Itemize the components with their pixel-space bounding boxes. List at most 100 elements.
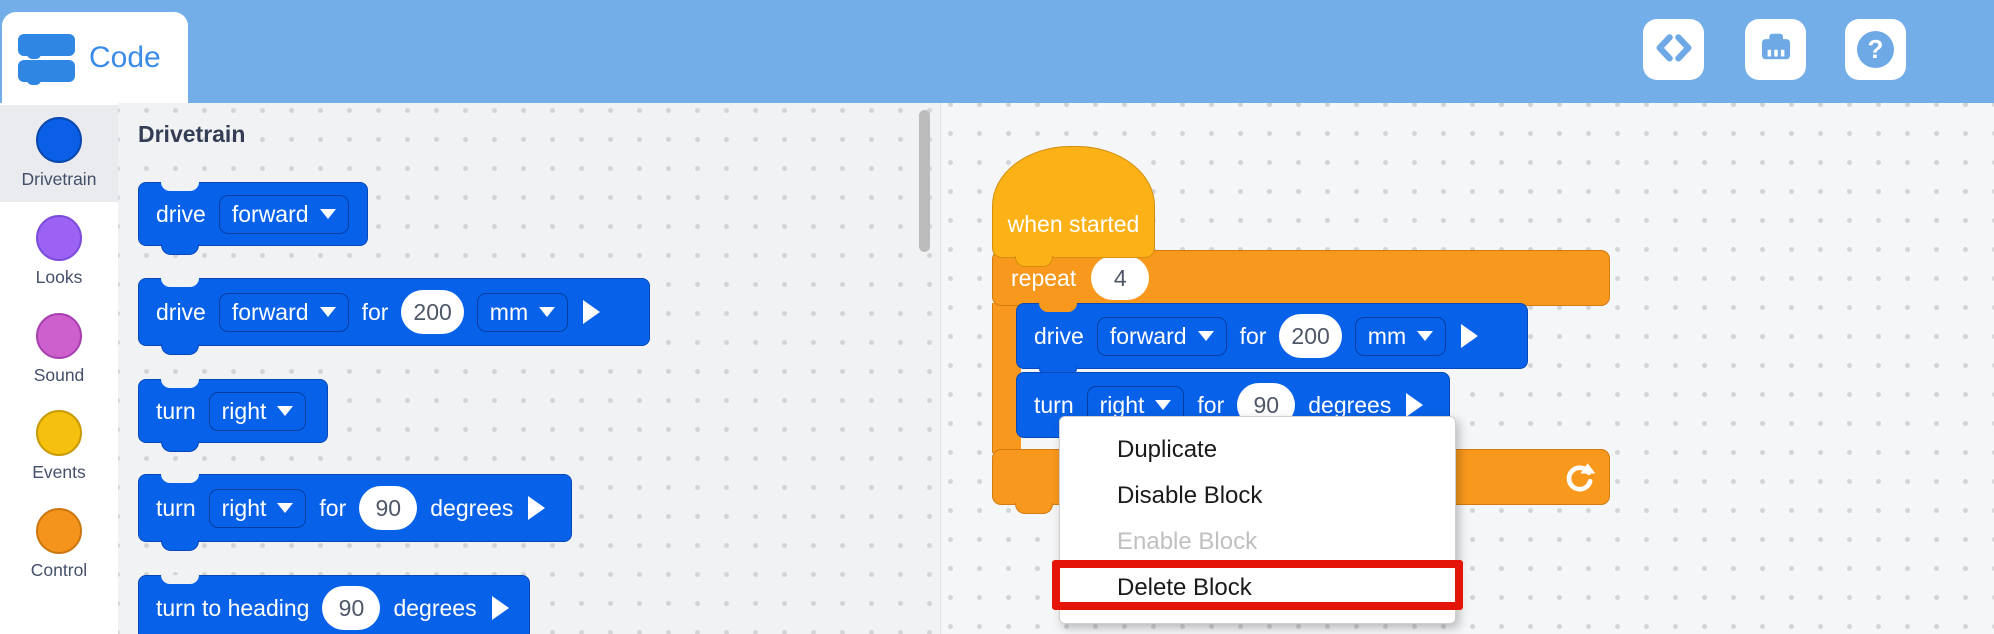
menu-item-duplicate[interactable]: Duplicate (1117, 436, 1218, 463)
tab-code[interactable]: Code (2, 12, 188, 103)
block-label: degrees (1308, 391, 1392, 418)
category-sidebar: Drivetrain Looks Sound Events Control (0, 103, 118, 634)
block-label: turn (156, 397, 196, 424)
play-icon[interactable] (1406, 393, 1424, 417)
dropdown-value: forward (231, 200, 309, 227)
dropdown-value: mm (489, 298, 529, 325)
caret-down-icon (1155, 400, 1172, 410)
menu-item-enable-block: Enable Block (1117, 528, 1258, 555)
play-icon[interactable] (528, 496, 546, 520)
block-notch (161, 379, 199, 388)
block-notch (161, 182, 199, 191)
turn-direction-dropdown[interactable]: right (208, 488, 307, 528)
menu-item-delete-block[interactable]: Delete Block (1117, 574, 1252, 601)
block-label: turn (1034, 391, 1074, 418)
dropdown-value: forward (1109, 322, 1187, 349)
code-brackets-icon (1653, 26, 1695, 73)
block-label: drive (156, 298, 206, 325)
block-label: turn (156, 494, 196, 521)
block-label: degrees (430, 494, 514, 521)
sidebar-item-drivetrain[interactable]: Drivetrain (0, 105, 118, 202)
palette-scrollbar[interactable] (919, 110, 930, 252)
palette-block-drive-for[interactable]: drive forward for 200 mm (138, 278, 650, 355)
play-icon[interactable] (1461, 324, 1479, 348)
turn-direction-dropdown[interactable]: right (208, 391, 307, 431)
direction-dropdown[interactable]: forward (1096, 316, 1227, 356)
sidebar-item-label: Looks (35, 267, 83, 287)
sidebar-item-control[interactable]: Control (0, 496, 118, 593)
sidebar-item-sound[interactable]: Sound (0, 301, 118, 398)
context-menu: Duplicate Disable Block Enable Block Del… (1059, 416, 1456, 624)
sidebar-item-label: Drivetrain (21, 169, 97, 189)
block-label: for (1197, 391, 1225, 418)
dropdown-value: mm (1367, 322, 1407, 349)
menu-item-disable-block[interactable]: Disable Block (1117, 482, 1263, 509)
help-button[interactable]: ? (1845, 19, 1906, 80)
header-bar: Code ? (0, 0, 1994, 103)
workspace-block-drive-for[interactable]: drive forward for 200 mm (1016, 303, 1528, 378)
palette-block-turn-to-heading[interactable]: turn to heading 90 degrees (138, 575, 530, 634)
sidebar-item-label: Control (30, 560, 88, 580)
block-notch (161, 575, 199, 584)
sidebar-item-events[interactable]: Events (0, 398, 118, 495)
control-category-icon (36, 508, 82, 554)
sidebar-item-label: Sound (33, 365, 85, 385)
direction-dropdown[interactable]: forward (218, 194, 349, 234)
angle-input[interactable]: 90 (359, 486, 418, 530)
block-notch (161, 278, 199, 287)
sidebar-item-sensing[interactable] (0, 594, 118, 634)
sound-category-icon (36, 313, 82, 359)
caret-down-icon (539, 307, 556, 317)
block-palette: Drivetrain drive forward drive forward f… (118, 103, 940, 634)
unit-dropdown[interactable]: mm (476, 292, 569, 332)
repeat-block[interactable]: repeat 4 (992, 250, 1610, 306)
block-bump (161, 344, 199, 355)
block-bump (1015, 256, 1053, 267)
distance-input[interactable]: 200 (401, 290, 464, 334)
caret-down-icon (277, 406, 294, 416)
device-button[interactable] (1745, 19, 1806, 80)
block-bump (161, 441, 199, 452)
dropdown-value: right (221, 494, 267, 521)
block-notch (161, 474, 199, 483)
events-category-icon (36, 410, 82, 456)
block-label: turn to heading (156, 594, 310, 621)
block-bump (161, 244, 199, 255)
sidebar-item-label: Events (32, 462, 86, 482)
block-label: drive (156, 200, 206, 227)
palette-block-turn[interactable]: turn right (138, 379, 328, 452)
looks-category-icon (36, 215, 82, 261)
direction-dropdown[interactable]: forward (218, 292, 349, 332)
question-mark-icon: ? (1857, 31, 1894, 68)
code-view-button[interactable] (1643, 19, 1704, 80)
heading-input[interactable]: 90 (322, 586, 381, 630)
block-label: for (361, 298, 389, 325)
caret-down-icon (319, 307, 336, 317)
palette-block-turn-for[interactable]: turn right for 90 degrees (138, 474, 572, 551)
code-tab-label: Code (89, 40, 161, 74)
block-label: drive (1034, 322, 1084, 349)
block-bump (1015, 503, 1053, 514)
play-icon[interactable] (491, 596, 509, 620)
block-notch (1039, 303, 1077, 312)
unit-dropdown[interactable]: mm (1354, 316, 1447, 356)
caret-down-icon (1197, 331, 1214, 341)
caret-down-icon (319, 209, 336, 219)
brain-device-icon (1755, 26, 1797, 73)
block-label: degrees (393, 594, 477, 621)
palette-heading: Drivetrain (138, 121, 246, 147)
sidebar-item-looks[interactable]: Looks (0, 203, 118, 300)
repeat-count-input[interactable]: 4 (1091, 256, 1150, 300)
distance-input[interactable]: 200 (1279, 314, 1342, 358)
caret-down-icon (277, 503, 294, 513)
drivetrain-category-icon (36, 117, 82, 163)
block-bump (161, 540, 199, 551)
palette-block-drive[interactable]: drive forward (138, 182, 368, 255)
when-started-block[interactable]: when started (992, 146, 1155, 267)
turn-direction-dropdown[interactable]: right (1086, 385, 1185, 425)
block-label: when started (1007, 211, 1140, 237)
blocks-icon (18, 33, 75, 85)
play-icon[interactable] (583, 300, 601, 324)
workspace-canvas[interactable]: when started repeat 4 drive forward (940, 103, 1994, 634)
